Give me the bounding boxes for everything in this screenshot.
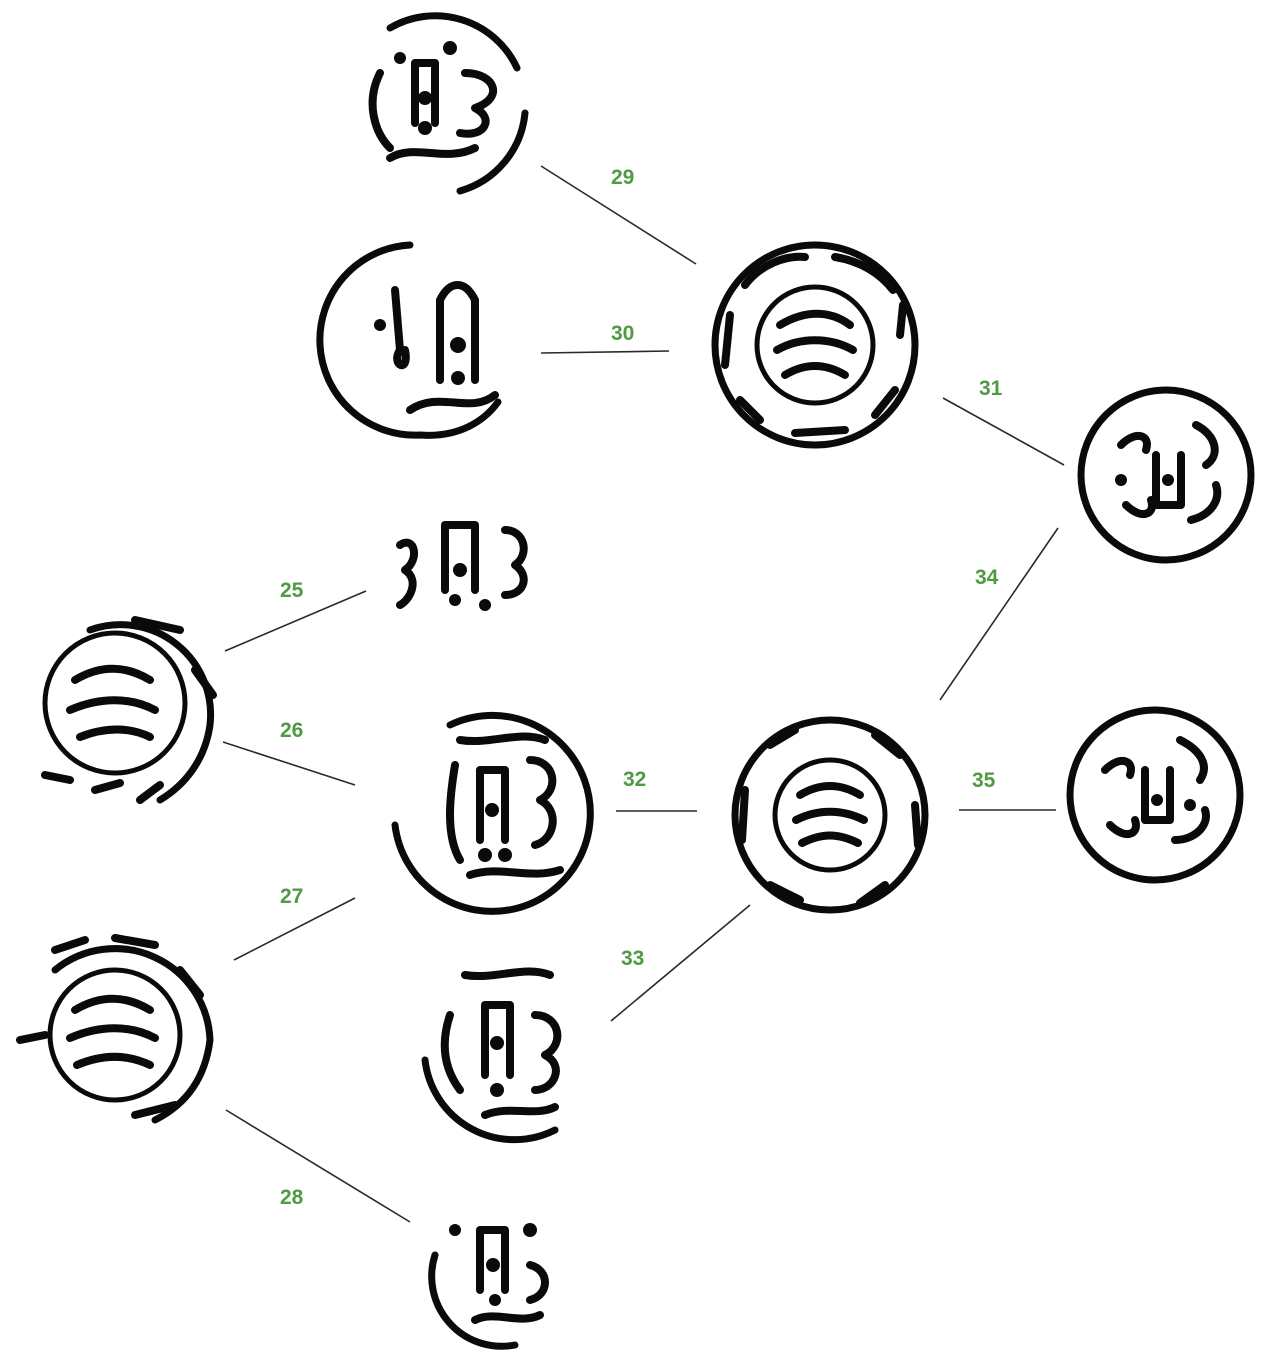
coin-stamp-icon <box>316 241 502 439</box>
coin-stamp-icon <box>731 716 929 914</box>
edge-label-33: 33 <box>621 947 644 970</box>
edge-label-35: 35 <box>972 769 996 792</box>
link-34 <box>939 527 1059 701</box>
edge-label-27: 27 <box>280 885 303 908</box>
coin-stamp-icon <box>1066 706 1244 884</box>
edge-label-29: 29 <box>611 166 634 189</box>
coin-stamp-icon <box>396 521 528 611</box>
coin-stamp-icon <box>41 616 217 804</box>
link-31 <box>942 397 1065 466</box>
edge-label-32: 32 <box>623 768 646 791</box>
connector-lines <box>222 165 1065 1223</box>
link-27 <box>233 897 356 961</box>
edge-label-28: 28 <box>280 1186 304 1209</box>
link-29 <box>540 165 697 265</box>
link-25 <box>224 590 367 652</box>
coin-stamp-icon <box>368 12 529 195</box>
coins <box>16 12 1255 1350</box>
edge-label-25: 25 <box>280 579 304 602</box>
link-28 <box>225 1109 411 1223</box>
coin-stamp-icon <box>16 934 214 1124</box>
link-26 <box>222 741 356 786</box>
coin-stamp-icon <box>421 967 562 1144</box>
coin-stamp-icon <box>428 1223 549 1350</box>
link-33 <box>610 904 751 1022</box>
coin-stamp-icon <box>391 711 594 915</box>
edge-label-26: 26 <box>280 719 303 742</box>
link-30 <box>540 350 670 354</box>
edge-labels: 25 26 27 28 29 30 31 32 33 34 35 <box>280 166 1003 1209</box>
edge-label-30: 30 <box>611 322 634 345</box>
coin-stamp-icon <box>1077 386 1255 564</box>
edge-label-31: 31 <box>979 377 1003 400</box>
edge-label-34: 34 <box>975 566 999 589</box>
coin-stamp-icon <box>711 241 919 449</box>
